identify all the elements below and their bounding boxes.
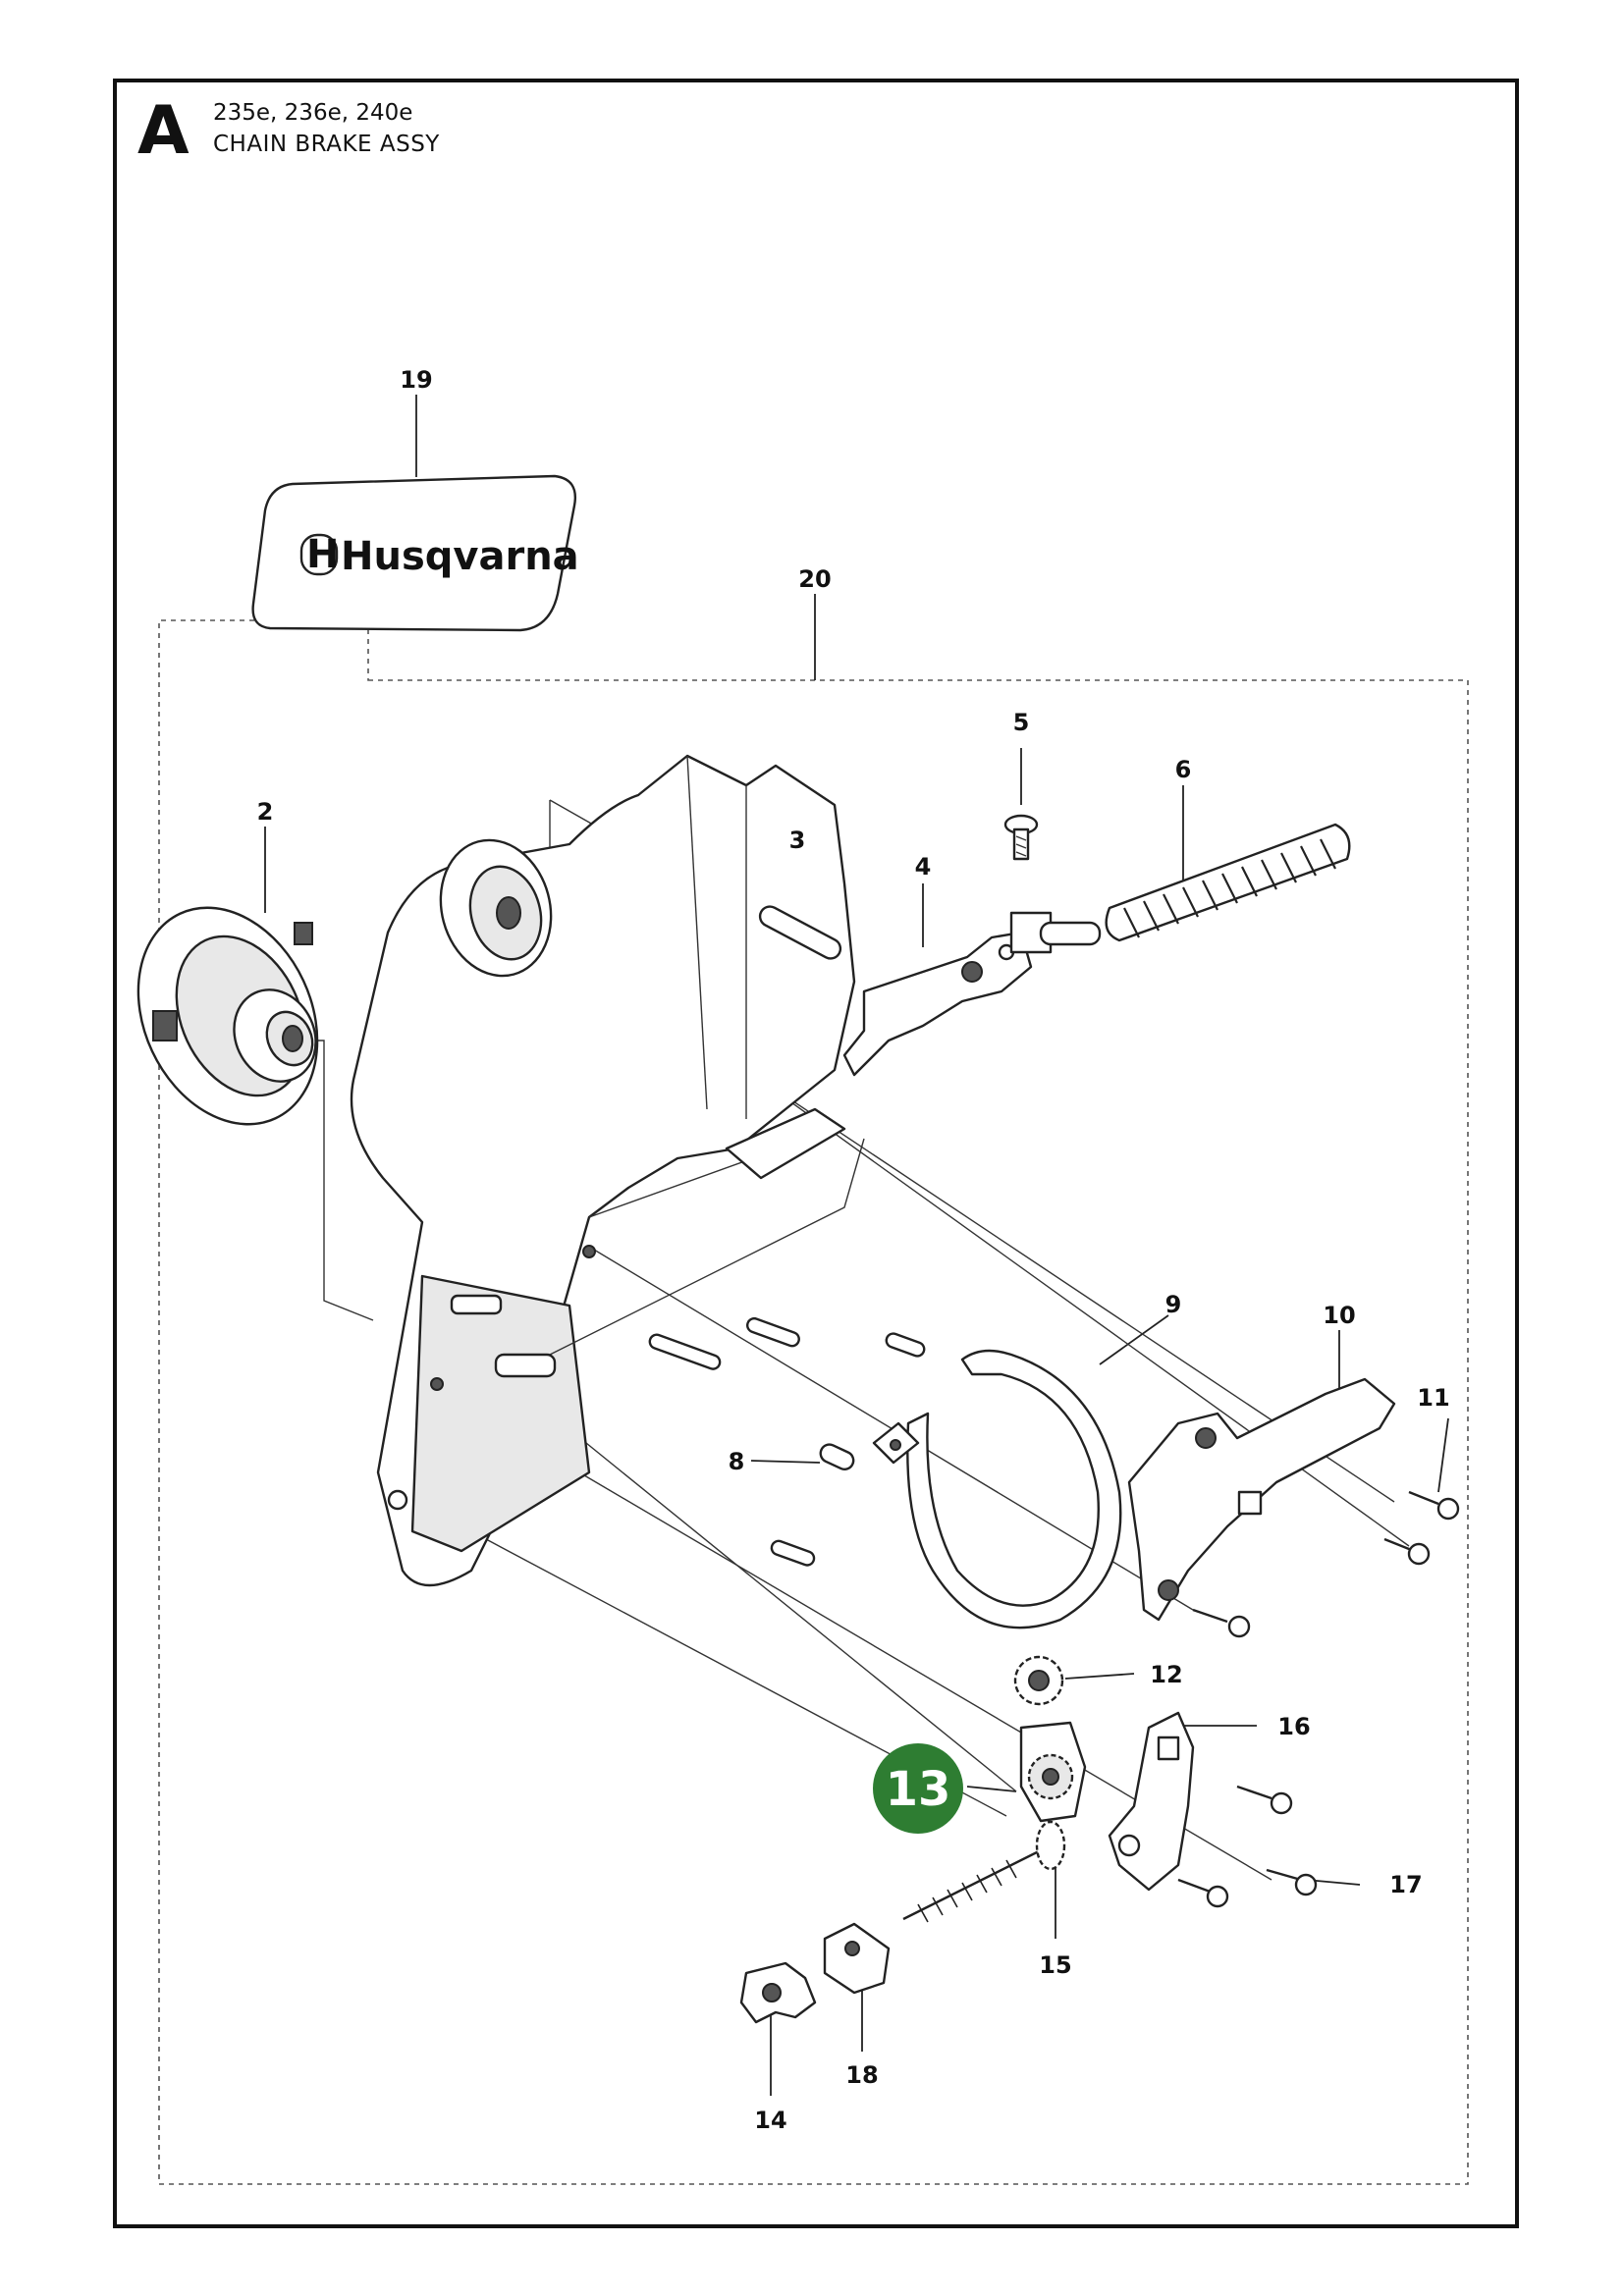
part-16-adjuster-housing <box>1108 1711 1195 1892</box>
part-3-pin <box>758 905 842 960</box>
leader-lines <box>264 395 1449 2096</box>
part-12-gear <box>1013 1655 1064 1706</box>
callout-12: 12 <box>1150 1661 1182 1688</box>
highlight-badge <box>873 1743 963 1834</box>
screw-icon <box>1408 1490 1460 1521</box>
callout-3: 3 <box>789 827 806 854</box>
callout-11: 11 <box>1417 1384 1449 1412</box>
part-13-gear-assembly <box>1019 1721 1087 1823</box>
callout-17: 17 <box>1389 1871 1422 1898</box>
callout-16: 16 <box>1277 1713 1310 1740</box>
drawing-frame <box>113 79 1519 2228</box>
chain-brake-housing <box>350 754 926 1587</box>
callout-10: 10 <box>1323 1302 1355 1329</box>
callout-15: 15 <box>1039 1951 1071 1979</box>
callout-4: 4 <box>915 853 932 881</box>
callout-18: 18 <box>845 2061 878 2089</box>
callout-20: 20 <box>798 565 831 593</box>
screw-icon <box>1266 1868 1318 1896</box>
part-19-decal: H Husqvarna <box>251 474 579 632</box>
part-18-nut <box>823 1922 891 1995</box>
part-15-adjuster-screw <box>902 1820 1066 1923</box>
part-11-screws <box>1177 1490 1460 1908</box>
part-5-screw <box>1003 814 1039 861</box>
screw-icon <box>1177 1878 1229 1908</box>
part-10-bracket <box>1127 1377 1396 1622</box>
part-6-spring <box>1105 823 1351 942</box>
part-4-lever <box>842 911 1102 1077</box>
screw-icon <box>1236 1785 1293 1815</box>
model-list: 235e, 236e, 240e <box>213 100 413 126</box>
callout-6: 6 <box>1175 756 1192 783</box>
callout-13: 13 <box>886 1762 951 1817</box>
part-14-bracket <box>739 1961 817 2024</box>
callout-5: 5 <box>1013 709 1030 736</box>
part-2-drum <box>136 906 319 1126</box>
callout-2: 2 <box>257 798 274 826</box>
screw-icon <box>1383 1537 1431 1566</box>
screw-icon <box>1192 1608 1251 1638</box>
callout-14: 14 <box>754 2107 786 2134</box>
assembly-title: CHAIN BRAKE ASSY <box>213 132 440 157</box>
husqvarna-logo-icon: H <box>299 532 339 577</box>
section-letter: A <box>137 92 189 170</box>
callout-9: 9 <box>1165 1291 1182 1318</box>
callout-19: 19 <box>400 366 432 394</box>
part-8-pin <box>819 1443 855 1471</box>
logo-brand-text: Husqvarna <box>341 534 579 579</box>
highlight-callout-13: 13 <box>873 1743 963 1834</box>
part-9-brake-band <box>872 1349 1122 1629</box>
svg-text:H: H <box>306 532 339 577</box>
callout-8: 8 <box>729 1448 745 1475</box>
callout-labels: 19 20 5 6 2 3 4 9 10 11 8 12 16 17 15 18… <box>257 366 1450 2134</box>
